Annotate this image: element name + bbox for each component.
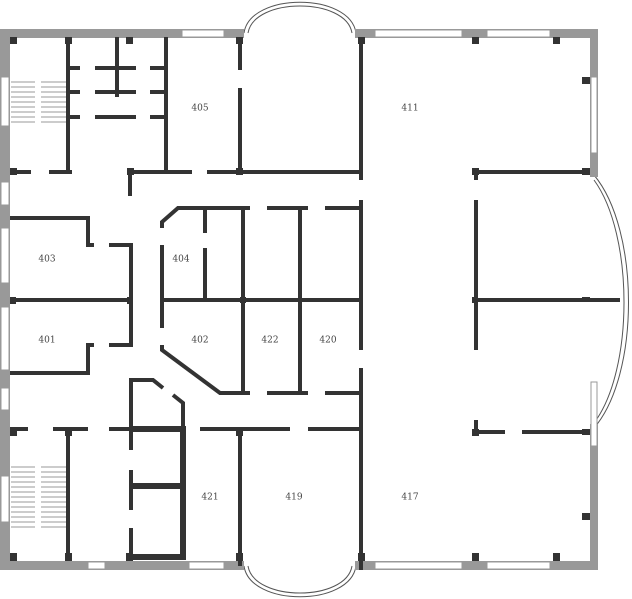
room-411-label: 411 bbox=[401, 104, 418, 114]
room-405-label: 405 bbox=[191, 104, 208, 114]
room-401-label: 401 bbox=[38, 336, 55, 346]
room-420-label: 420 bbox=[319, 336, 336, 346]
room-419-label: 419 bbox=[285, 493, 302, 503]
stairs-bottom bbox=[11, 466, 66, 528]
room-417-label: 417 bbox=[401, 493, 418, 503]
bay-windows bbox=[243, 1, 629, 598]
pillars bbox=[10, 37, 590, 561]
room-404-label: 404 bbox=[172, 255, 189, 265]
interior-walls bbox=[10, 37, 620, 570]
stairs-top bbox=[11, 81, 66, 123]
room-403-label: 403 bbox=[38, 255, 55, 265]
room-422-label: 422 bbox=[261, 336, 278, 346]
room-421-label: 421 bbox=[201, 493, 218, 503]
windows bbox=[0, 29, 598, 570]
room-402-label: 402 bbox=[191, 336, 208, 346]
